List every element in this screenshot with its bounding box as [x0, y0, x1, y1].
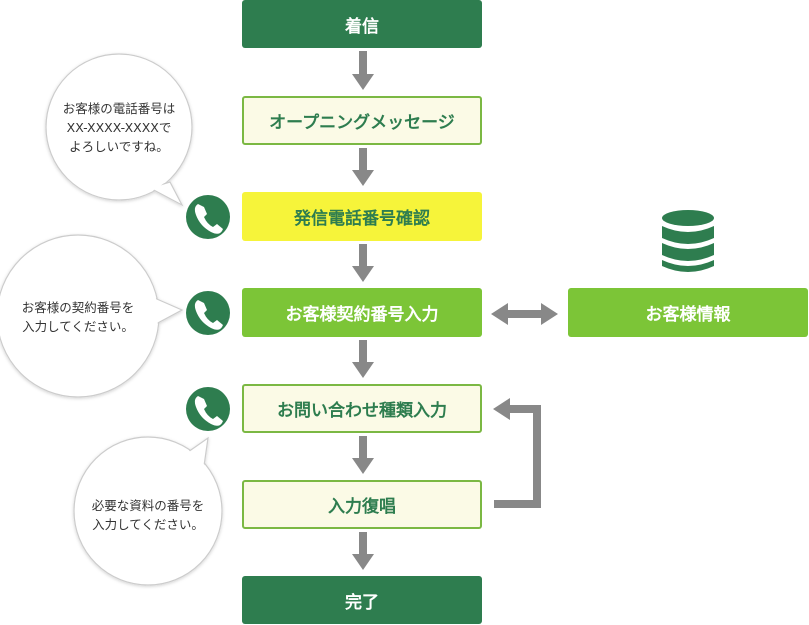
bubble-line: 入力してください。: [22, 319, 134, 334]
speech-bubble-enter-contract: お客様の契約番号を 入力してください。: [4, 296, 152, 338]
bubble-line: お客様の電話番号は: [62, 100, 176, 116]
bubble-line: お客様の契約番号を: [21, 300, 135, 315]
step-contract-number-input: お客様契約番号入力: [242, 288, 482, 337]
speech-bubble-confirm-number-shape: [45, 53, 193, 207]
customer-info-box: お客様情報: [568, 288, 808, 337]
speech-bubble-enter-document-shape: [73, 436, 223, 586]
bubble-line: 入力してください。: [92, 517, 204, 532]
down-arrow-icon: [352, 244, 374, 282]
double-arrow-icon: [491, 303, 558, 325]
step-incoming: 着信: [242, 0, 482, 48]
database-icon: [662, 210, 714, 272]
phone-icon: [186, 387, 230, 431]
step-inquiry-type-input: お問い合わせ種類入力: [242, 384, 482, 433]
step-opening-message: オープニングメッセージ: [242, 96, 482, 145]
bubble-line: よろしいですね。: [69, 138, 169, 154]
speech-bubble-enter-document: 必要な資料の番号を 入力してください。: [74, 494, 222, 536]
down-arrow-icon: [352, 532, 374, 570]
down-arrow-icon: [352, 436, 374, 474]
bubble-line: 必要な資料の番号を: [91, 498, 205, 513]
speech-bubble-enter-contract-shape: [0, 234, 184, 398]
flow-arrows: [352, 51, 374, 570]
loop-back-arrow-icon: [493, 398, 541, 508]
down-arrow-icon: [352, 51, 374, 90]
phone-icon: [186, 291, 230, 335]
speech-bubble-confirm-number: お客様の電話番号は XX-XXXX-XXXXで よろしいですね。: [49, 95, 189, 159]
step-caller-id-check: 発信電話番号確認: [242, 192, 482, 241]
phone-icon: [186, 195, 230, 239]
step-complete: 完了: [242, 576, 482, 624]
down-arrow-icon: [352, 148, 374, 186]
down-arrow-icon: [352, 340, 374, 378]
bubble-line: XX-XXXX-XXXXで: [66, 119, 172, 135]
step-input-repeat: 入力復唱: [242, 480, 482, 529]
